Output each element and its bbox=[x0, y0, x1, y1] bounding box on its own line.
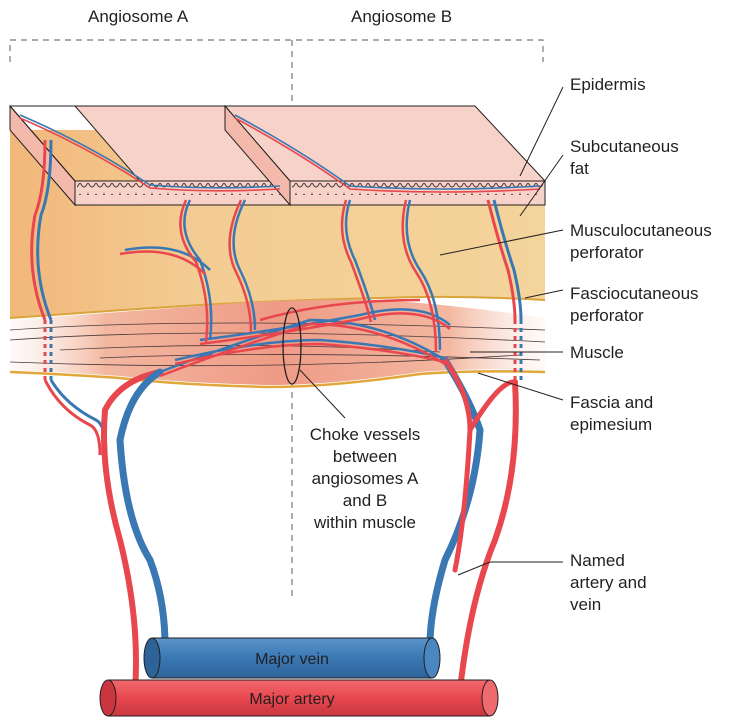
angiosome-a-header: Angiosome A bbox=[88, 6, 188, 27]
choke-label-line1: Choke vessels bbox=[300, 424, 430, 445]
choke-label-line3: angiosomes A bbox=[300, 468, 430, 489]
named-vessels-label-line1: Named bbox=[570, 550, 625, 571]
major-vein-tube: Major vein bbox=[144, 638, 440, 678]
major-artery-label: Major artery bbox=[249, 691, 334, 708]
choke-label-line2: between bbox=[300, 446, 430, 467]
musculocutaneous-label-line1: Musculocutaneous bbox=[570, 220, 712, 241]
fascia-label-line1: Fascia and bbox=[570, 392, 653, 413]
epidermis-label: Epidermis bbox=[570, 74, 646, 95]
subcutaneous-label-line2: fat bbox=[570, 158, 589, 179]
named-vessels-label-line2: artery and bbox=[570, 572, 647, 593]
muscle-label: Muscle bbox=[570, 342, 624, 363]
musculocutaneous-label-line2: perforator bbox=[570, 242, 644, 263]
choke-label-line4: and B bbox=[300, 490, 430, 511]
choke-label-line5: within muscle bbox=[300, 512, 430, 533]
fasciocutaneous-label-line2: perforator bbox=[570, 305, 644, 326]
major-vein-label: Major vein bbox=[255, 651, 329, 668]
named-vessels-label-line3: vein bbox=[570, 594, 601, 615]
fascia-label-line2: epimesium bbox=[570, 414, 652, 435]
fasciocutaneous-label-line1: Fasciocutaneous bbox=[570, 283, 699, 304]
major-artery-tube: Major artery bbox=[100, 680, 498, 716]
subcutaneous-label-line1: Subcutaneous bbox=[570, 136, 679, 157]
angiosome-b-header: Angiosome B bbox=[351, 6, 452, 27]
